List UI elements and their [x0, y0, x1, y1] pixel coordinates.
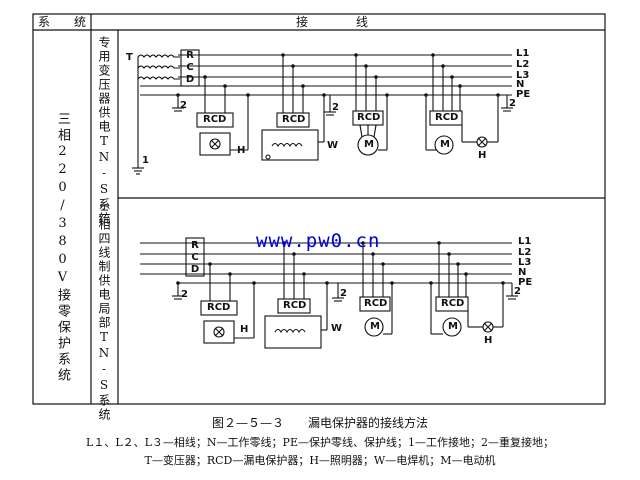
- bottom-motor-2: M: [448, 321, 458, 332]
- top-line-pe: PE: [516, 89, 531, 100]
- table-frame: [32, 13, 606, 405]
- top-h-2: H: [478, 150, 487, 161]
- top-h-1: H: [237, 145, 246, 156]
- bottom-ground2-label: 2: [181, 289, 188, 300]
- bottom-h-1: H: [240, 324, 249, 335]
- watermark: www.pw0.cn: [256, 230, 381, 252]
- figure-caption-title: 图２—５—３ 漏电保护器的接线方法: [211, 416, 428, 430]
- bottom-rcd-1: RCD: [207, 302, 231, 313]
- top-ground2-right: 2: [509, 98, 516, 109]
- top-ground1-label: 1: [142, 155, 149, 166]
- bottom-ground2-right: 2: [514, 286, 521, 297]
- figure-caption-legend-1: L１、L２、L３—相线；N—工作零线；PE—保护零线、保护线；1—工作接地；2—…: [86, 436, 554, 449]
- bottom-h-2: H: [484, 335, 493, 346]
- top-ground2-mid: 2: [332, 102, 339, 113]
- panel-bottom-title: 三相四线制供电局部TN-S系统: [97, 204, 111, 422]
- bottom-line-n: N: [518, 267, 527, 278]
- top-panel-junctions: [176, 53, 500, 97]
- top-w: W: [327, 140, 339, 151]
- left-system-label: 三相220/380V接零保护系统: [55, 112, 70, 384]
- top-line-n: N: [516, 79, 525, 90]
- header-system: 系 统: [38, 15, 87, 29]
- top-rcd-4: RCD: [435, 112, 459, 123]
- bottom-panel-junctions: [176, 241, 505, 285]
- top-rcd-2: RCD: [282, 114, 306, 125]
- bottom-line-l2: L2: [518, 247, 532, 258]
- header-wiring: 接 线: [296, 15, 369, 29]
- bottom-motor-1: M: [370, 321, 380, 332]
- bottom-line-l1: L1: [518, 236, 532, 247]
- top-ground2-label: 2: [180, 100, 187, 111]
- top-line-l1: L1: [516, 48, 530, 59]
- figure-caption-legend-2: T—变压器；RCD—漏电保护器；H—照明器；W—电焊机；M—电动机: [144, 454, 496, 467]
- top-rcd-1: RCD: [203, 114, 227, 125]
- top-line-l2: L2: [516, 59, 530, 70]
- top-motor-1: M: [364, 139, 374, 150]
- top-line-l3: L3: [516, 70, 530, 81]
- bottom-ground2-mid: 2: [340, 288, 347, 299]
- bottom-w: W: [331, 323, 343, 334]
- bottom-panel-wiring: [140, 237, 518, 349]
- top-motor-2: M: [440, 139, 450, 150]
- top-panel-wiring: [132, 49, 513, 175]
- panel-top-title: 专用变压器供电TN-S系统: [97, 36, 111, 226]
- bottom-rcd-3: RCD: [364, 298, 388, 309]
- top-rcd-3: RCD: [357, 112, 381, 123]
- bottom-line-l3: L3: [518, 257, 532, 268]
- bottom-line-pe: PE: [518, 277, 533, 288]
- bottom-rcd-2: RCD: [283, 300, 307, 311]
- bottom-rcd-4: RCD: [441, 298, 465, 309]
- top-transformer-label: T: [126, 52, 133, 63]
